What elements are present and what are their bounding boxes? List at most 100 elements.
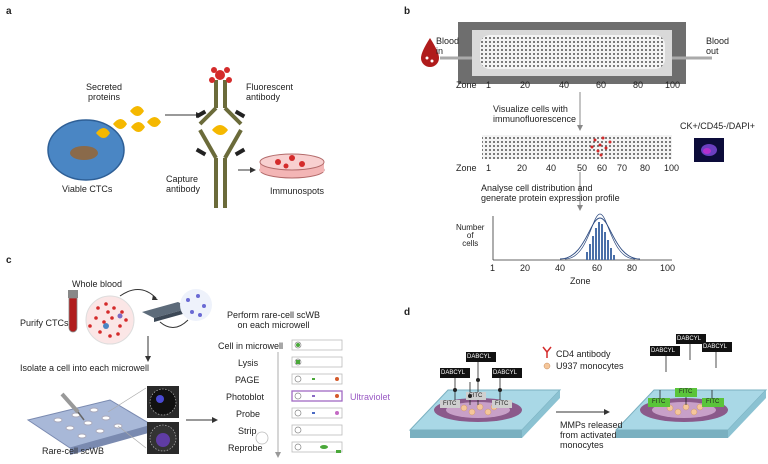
analyse-label: Analyse cell distribution and generate p… xyxy=(481,183,620,203)
strip-tick: 20 xyxy=(517,163,528,173)
panel-c-letter: c xyxy=(6,255,12,266)
zone-tick: 40 xyxy=(559,80,570,90)
panel-a-letter: a xyxy=(6,6,12,17)
immunospots-dish xyxy=(259,153,325,179)
hist-xtick: 1 xyxy=(490,263,496,273)
zone-tick: 80 xyxy=(633,80,644,90)
step-label: Probe xyxy=(236,409,261,419)
panel-d-letter: d xyxy=(404,307,411,318)
histogram-xlabel: Zone xyxy=(570,276,591,286)
fitc-label: FITC xyxy=(469,393,483,399)
hist-xtick: 60 xyxy=(592,263,603,273)
hist-xtick: 40 xyxy=(555,263,566,273)
dabcyl-label: DABCYL xyxy=(677,336,702,342)
pipette-icon xyxy=(60,392,85,421)
detection-antibody xyxy=(198,80,243,126)
dabcyl-label: DABCYL xyxy=(493,370,518,376)
panel-b-letter: b xyxy=(404,6,411,17)
dabcyl-tags-left xyxy=(440,352,522,378)
histogram-bars xyxy=(586,222,615,260)
blood-out-label: Blood out xyxy=(706,36,730,56)
strip-tick: 1 xyxy=(486,163,492,173)
histogram-fit-curve xyxy=(559,217,641,260)
fluorescent-antibody-label: Fluorescent antibody xyxy=(246,82,294,102)
hist-xtick: 100 xyxy=(660,263,676,273)
strip-tick: 40 xyxy=(546,163,557,173)
step-bars xyxy=(291,339,343,453)
dabcyl-label: DABCYL xyxy=(467,354,492,360)
capture-antibody-label: Capture antibody xyxy=(166,174,201,194)
secreted-protein xyxy=(131,122,145,132)
mmps-label: MMPs released from activated monocytes xyxy=(560,420,623,450)
dabcyl-label: DABCYL xyxy=(441,370,466,376)
secreted-proteins-label: Secreted proteins xyxy=(86,82,123,102)
dabcyl-label: DABCYL xyxy=(651,348,676,354)
strip-tick: 100 xyxy=(664,163,680,173)
dabcyl-label: DABCYL xyxy=(703,344,728,350)
step-label: Strip xyxy=(238,426,257,436)
secreted-protein-in-cell xyxy=(96,128,110,138)
hist-xtick: 20 xyxy=(520,263,531,273)
zone-label-top: Zone xyxy=(456,80,477,90)
immunospots-label: Immunospots xyxy=(270,186,325,196)
fitc-label: FITC xyxy=(706,399,720,405)
strip-tick: 70 xyxy=(617,163,628,173)
step-label: Lysis xyxy=(238,358,259,368)
purified-ctcs xyxy=(180,289,212,321)
legend-u937-label: U937 monocytes xyxy=(556,361,624,371)
fitc-label: FITC xyxy=(679,389,693,395)
zone-label-strip: Zone xyxy=(456,163,477,173)
blood-drop-icon xyxy=(421,38,439,67)
rare-cell-scwb-label: Rare-cell scWB xyxy=(42,446,105,456)
step-label: PAGE xyxy=(235,375,260,385)
fitc-label: FITC xyxy=(443,401,457,407)
u937-monocyte-icon xyxy=(543,362,551,370)
fitc-tags-left xyxy=(440,392,512,408)
strip-tick: 50 xyxy=(577,163,588,173)
captured-protein xyxy=(212,125,228,135)
hist-xtick: 80 xyxy=(627,263,638,273)
step-label: Photoblot xyxy=(226,392,265,402)
blood-tube-icon xyxy=(68,290,78,333)
secreted-protein xyxy=(147,117,161,127)
zone-strip xyxy=(482,135,672,159)
capture-antibody xyxy=(198,129,243,208)
strip-tick: 80 xyxy=(640,163,651,173)
perform-label: Perform rare-cell scWB on each microwell xyxy=(227,310,321,330)
zone-tick: 20 xyxy=(520,80,531,90)
visualize-label: Visualize cells with immunofluorescence xyxy=(493,104,577,124)
cell-cluster xyxy=(590,136,612,157)
marker-label: CK+/CD45-/DAPI+ xyxy=(680,121,756,131)
dabcyl-tags-right xyxy=(650,334,732,356)
ultraviolet-label: Ultraviolet xyxy=(350,392,391,402)
filter-device xyxy=(142,302,190,322)
blood-in-label: Blood in xyxy=(436,36,460,56)
histogram xyxy=(492,213,672,261)
fitc-label: FITC xyxy=(652,399,666,405)
step-label: Cell in microwell xyxy=(218,341,284,351)
zone-tick: 1 xyxy=(486,80,492,90)
zone-tick: 60 xyxy=(596,80,607,90)
fluorescent-tag xyxy=(209,67,232,83)
zone-tick: 100 xyxy=(665,80,681,90)
slide-right xyxy=(614,389,768,438)
secreted-protein xyxy=(130,106,144,116)
microwell-slide xyxy=(26,399,154,455)
purify-ctcs-label: Purify CTCs xyxy=(20,318,69,328)
whole-blood-label: Whole blood xyxy=(72,279,123,289)
isolate-label: Isolate a cell into each microwell xyxy=(20,363,150,373)
fitc-label: FITC xyxy=(495,401,509,407)
viable-ctcs-label: Viable CTCs xyxy=(62,184,113,194)
ctc-nucleus xyxy=(70,146,98,160)
strip-tick: 60 xyxy=(597,163,608,173)
cd4-antibody-icon xyxy=(542,346,552,358)
step-label: Reprobe xyxy=(228,443,263,453)
secreted-protein xyxy=(113,119,127,129)
legend-cd4-label: CD4 antibody xyxy=(556,349,611,359)
histogram-ylabel: Number of cells xyxy=(456,223,485,248)
fitc-tags-right xyxy=(648,388,724,407)
